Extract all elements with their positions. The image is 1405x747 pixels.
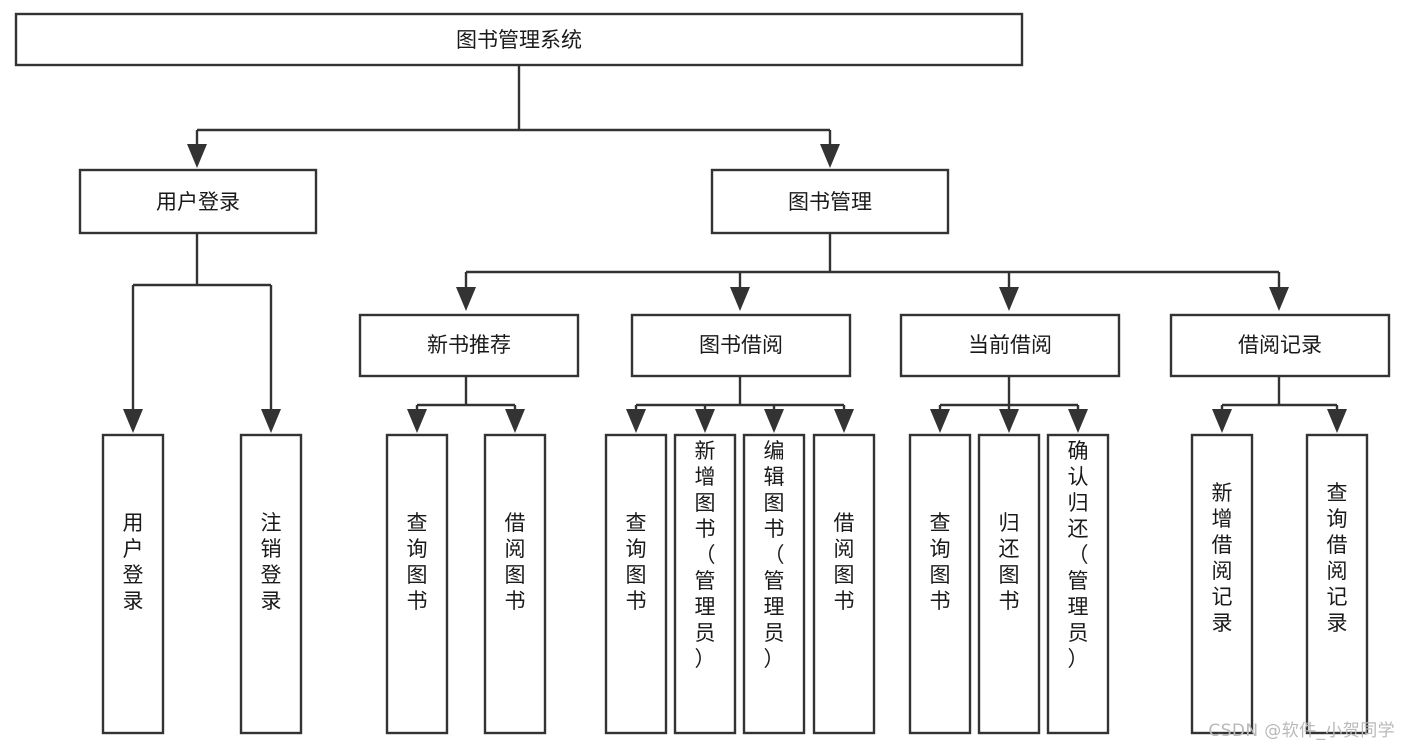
arrow-leaf-query-record xyxy=(1327,409,1347,433)
leaf-confirm-return[interactable]: 确认归还（管理员） xyxy=(1046,433,1110,735)
arrow-leaf-borrow-book-1 xyxy=(505,409,525,433)
node-user-login[interactable]: 用户登录 xyxy=(78,168,318,235)
leaf-return-book-label: 归还图书 xyxy=(999,511,1020,613)
leaf-user-login-label: 用户登录 xyxy=(123,511,144,613)
leaf-query-book-1-label: 查询图书 xyxy=(407,511,428,613)
leaf-borrow-book-2-label: 借阅图书 xyxy=(834,511,855,613)
leaf-query-record-label: 查询借阅记录 xyxy=(1327,481,1348,635)
node-current-borrow[interactable]: 当前借阅 xyxy=(899,313,1121,378)
node-user-login-box[interactable] xyxy=(78,168,318,235)
leaf-query-book-3[interactable]: 查询图书 xyxy=(908,433,972,735)
arrow-leaf-query-book-3 xyxy=(930,409,950,433)
arrow-to-current-borrow xyxy=(999,287,1019,311)
node-new-book-recommend-box[interactable] xyxy=(358,313,580,378)
leaf-borrow-book-1-label: 借阅图书 xyxy=(505,511,526,613)
leaf-query-book-1[interactable]: 查询图书 xyxy=(385,433,449,735)
node-borrow-record[interactable]: 借阅记录 xyxy=(1169,313,1391,378)
node-borrow-record-label: 借阅记录 xyxy=(1238,333,1322,357)
node-root-label: 图书管理系统 xyxy=(456,28,582,52)
leaf-return-book-box[interactable] xyxy=(977,433,1041,735)
leaf-query-book-2-box[interactable] xyxy=(604,433,668,735)
csdn-watermark: CSDN @软件_小贺同学 xyxy=(1208,721,1395,741)
leaf-add-record-box[interactable] xyxy=(1190,433,1254,735)
arrow-leaf-add-book xyxy=(695,409,715,433)
leaf-confirm-return-label: 确认归还（管理员） xyxy=(1068,439,1089,671)
leaf-return-book[interactable]: 归还图书 xyxy=(977,433,1041,735)
leaf-query-record[interactable]: 查询借阅记录 xyxy=(1305,433,1369,735)
arrow-leaf-query-book-1 xyxy=(407,409,427,433)
arrow-leaf-return-book xyxy=(999,409,1019,433)
leaf-user-logout[interactable]: 注销登录 xyxy=(239,433,303,735)
leaf-user-logout-box[interactable] xyxy=(239,433,303,735)
arrow-leaf-user-logout xyxy=(261,409,281,433)
arrow-leaf-borrow-book-2 xyxy=(834,409,854,433)
arrow-to-book-manage xyxy=(820,144,840,168)
arrow-to-book-borrow xyxy=(730,287,750,311)
arrow-to-borrow-record xyxy=(1269,287,1289,311)
node-root-box[interactable] xyxy=(14,12,1024,67)
leaf-edit-book[interactable]: 编辑图书（管理员） xyxy=(742,433,806,735)
node-root[interactable]: 图书管理系统 xyxy=(14,12,1024,67)
leaf-confirm-return-box[interactable] xyxy=(1046,433,1110,735)
leaf-query-book-3-box[interactable] xyxy=(908,433,972,735)
leaf-edit-book-box[interactable] xyxy=(742,433,806,735)
leaf-add-record-label: 新增借阅记录 xyxy=(1212,481,1233,635)
leaf-borrow-book-2-box[interactable] xyxy=(812,433,876,735)
node-book-manage-box[interactable] xyxy=(710,168,950,235)
leaf-add-book[interactable]: 新增图书（管理员） xyxy=(673,433,737,735)
connector-layer xyxy=(123,65,1347,433)
node-user-login-label: 用户登录 xyxy=(156,190,240,214)
arrow-leaf-edit-book xyxy=(764,409,784,433)
arrow-to-user-login xyxy=(187,144,207,168)
node-book-borrow-label: 图书借阅 xyxy=(699,333,783,357)
leaf-query-book-3-label: 查询图书 xyxy=(930,511,951,613)
node-new-book-recommend-label: 新书推荐 xyxy=(427,333,511,357)
leaf-query-record-box[interactable] xyxy=(1305,433,1369,735)
arrow-leaf-user-login xyxy=(123,409,143,433)
node-borrow-record-box[interactable] xyxy=(1169,313,1391,378)
leaf-user-login-box[interactable] xyxy=(101,433,165,735)
leaf-add-book-label: 新增图书（管理员） xyxy=(695,439,716,671)
node-book-borrow[interactable]: 图书借阅 xyxy=(630,313,852,378)
arrow-leaf-confirm-return xyxy=(1068,409,1088,433)
node-current-borrow-label: 当前借阅 xyxy=(968,333,1052,357)
leaf-borrow-book-1-box[interactable] xyxy=(483,433,547,735)
leaf-query-book-2-label: 查询图书 xyxy=(626,511,647,613)
node-book-manage[interactable]: 图书管理 xyxy=(710,168,950,235)
leaf-query-book-2[interactable]: 查询图书 xyxy=(604,433,668,735)
arrow-leaf-query-book-2 xyxy=(626,409,646,433)
node-new-book-recommend[interactable]: 新书推荐 xyxy=(358,313,580,378)
node-book-manage-label: 图书管理 xyxy=(788,190,872,214)
node-book-borrow-box[interactable] xyxy=(630,313,852,378)
node-current-borrow-box[interactable] xyxy=(899,313,1121,378)
leaf-user-login[interactable]: 用户登录 xyxy=(101,433,165,735)
arrow-leaf-add-record xyxy=(1212,409,1232,433)
leaf-borrow-book-1[interactable]: 借阅图书 xyxy=(483,433,547,735)
leaf-edit-book-label: 编辑图书（管理员） xyxy=(764,439,785,671)
leaf-user-logout-label: 注销登录 xyxy=(261,511,282,613)
leaf-borrow-book-2[interactable]: 借阅图书 xyxy=(812,433,876,735)
leaf-add-record[interactable]: 新增借阅记录 xyxy=(1190,433,1254,735)
leaf-add-book-box[interactable] xyxy=(673,433,737,735)
leaf-query-book-1-box[interactable] xyxy=(385,433,449,735)
arrow-to-new-book-recommend xyxy=(456,287,476,311)
